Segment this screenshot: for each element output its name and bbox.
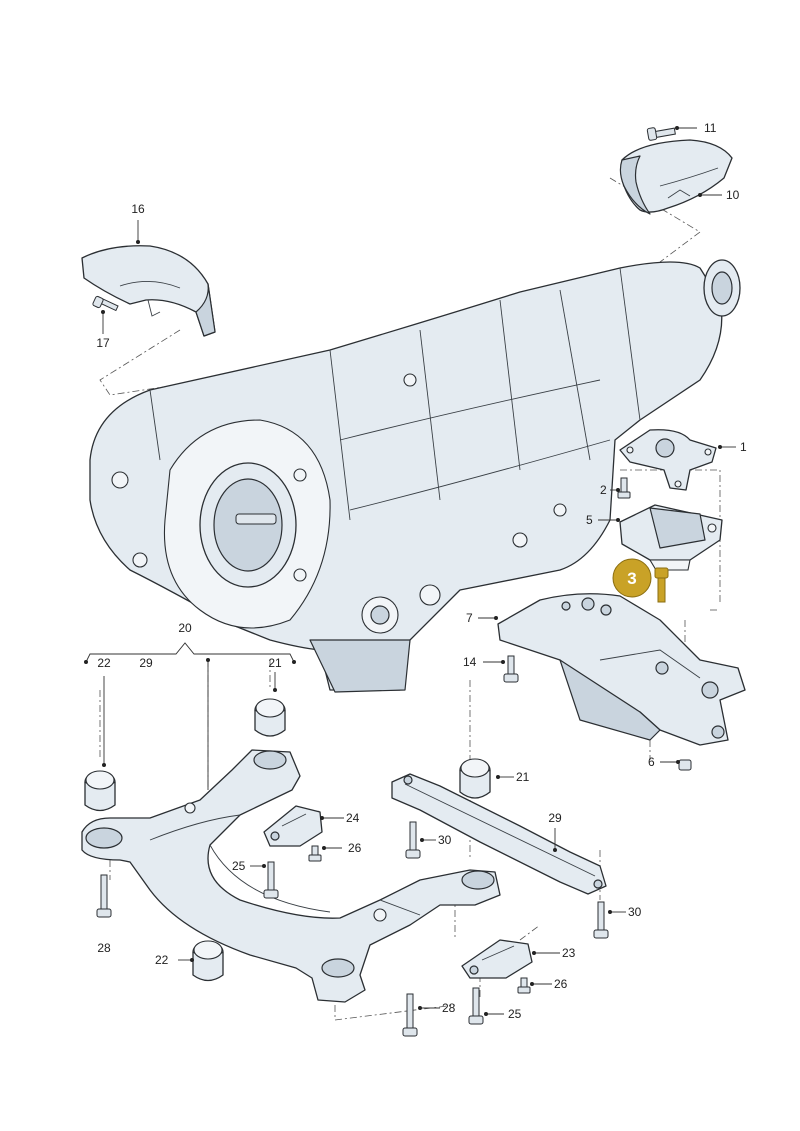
label-21-right: 21 — [516, 770, 530, 784]
label-23: 23 — [562, 946, 576, 960]
bolt-30-right[interactable] — [593, 901, 609, 939]
label-20: 20 — [178, 621, 192, 635]
label-7: 7 — [466, 611, 473, 625]
heat-shield-10[interactable] — [619, 139, 733, 215]
label-22-lower: 22 — [155, 953, 169, 967]
bolt-26-upper[interactable] — [308, 845, 322, 862]
crossmember-bracket-7[interactable] — [497, 593, 746, 746]
transmission-mount-5[interactable] — [619, 504, 723, 571]
callout-number-3: 3 — [627, 569, 636, 588]
label-30-right: 30 — [628, 905, 642, 919]
bolt-2[interactable] — [617, 477, 631, 499]
label-29-top: 29 — [139, 656, 153, 670]
bracket-23[interactable] — [461, 939, 533, 979]
callout-badge-3[interactable] — [612, 558, 652, 598]
bolt-25-upper[interactable] — [263, 861, 279, 899]
label-26-lower: 26 — [554, 977, 568, 991]
label-17: 17 — [96, 336, 110, 350]
bushing-22-upper[interactable] — [84, 770, 116, 812]
bushing-21-right[interactable] — [459, 758, 491, 799]
subframe-28[interactable] — [81, 749, 501, 1003]
bushing-21-upper[interactable] — [254, 698, 286, 737]
highlighted-bolt-3[interactable]: 3 — [612, 558, 669, 603]
nut-6[interactable] — [678, 759, 692, 771]
label-28-lower: 28 — [442, 1001, 456, 1015]
heat-shield-16[interactable] — [81, 245, 216, 337]
label-11: 11 — [704, 121, 717, 135]
bracket-24[interactable] — [263, 805, 323, 847]
bushing-22-lower[interactable] — [192, 940, 224, 982]
label-30-center: 30 — [438, 833, 452, 847]
bolt-30-center[interactable] — [405, 821, 421, 859]
leader-lines — [84, 126, 736, 1016]
label-2: 2 — [600, 483, 607, 497]
label-29-right: 29 — [548, 811, 562, 825]
bolt-26-lower[interactable] — [517, 977, 531, 994]
label-21-top: 21 — [268, 656, 282, 670]
label-14: 14 — [463, 655, 477, 669]
label-6: 6 — [648, 755, 655, 769]
label-24: 24 — [346, 811, 360, 825]
label-22-top: 22 — [97, 656, 111, 670]
support-bar-29[interactable] — [391, 773, 607, 895]
label-1: 1 — [740, 440, 747, 454]
bolt-28-lower[interactable] — [402, 993, 418, 1037]
label-25-lower: 25 — [508, 1007, 522, 1021]
bolt-17[interactable] — [92, 295, 119, 312]
label-10: 10 — [726, 188, 740, 202]
bolt-14[interactable] — [503, 655, 519, 683]
bolt-25-lower[interactable] — [468, 987, 484, 1025]
label-26-upper: 26 — [348, 841, 362, 855]
label-25-upper: 25 — [232, 859, 246, 873]
part-labels: 11 10 16 17 1 2 5 7 14 6 20 22 29 21 21 … — [96, 121, 747, 1021]
label-5: 5 — [586, 513, 593, 527]
bolt-28-left[interactable] — [96, 874, 112, 918]
mount-plate-1[interactable] — [619, 429, 717, 491]
transmission-assembly — [89, 259, 741, 693]
label-28-left: 28 — [97, 941, 111, 955]
bolt-11[interactable] — [646, 127, 676, 141]
label-16: 16 — [131, 202, 145, 216]
